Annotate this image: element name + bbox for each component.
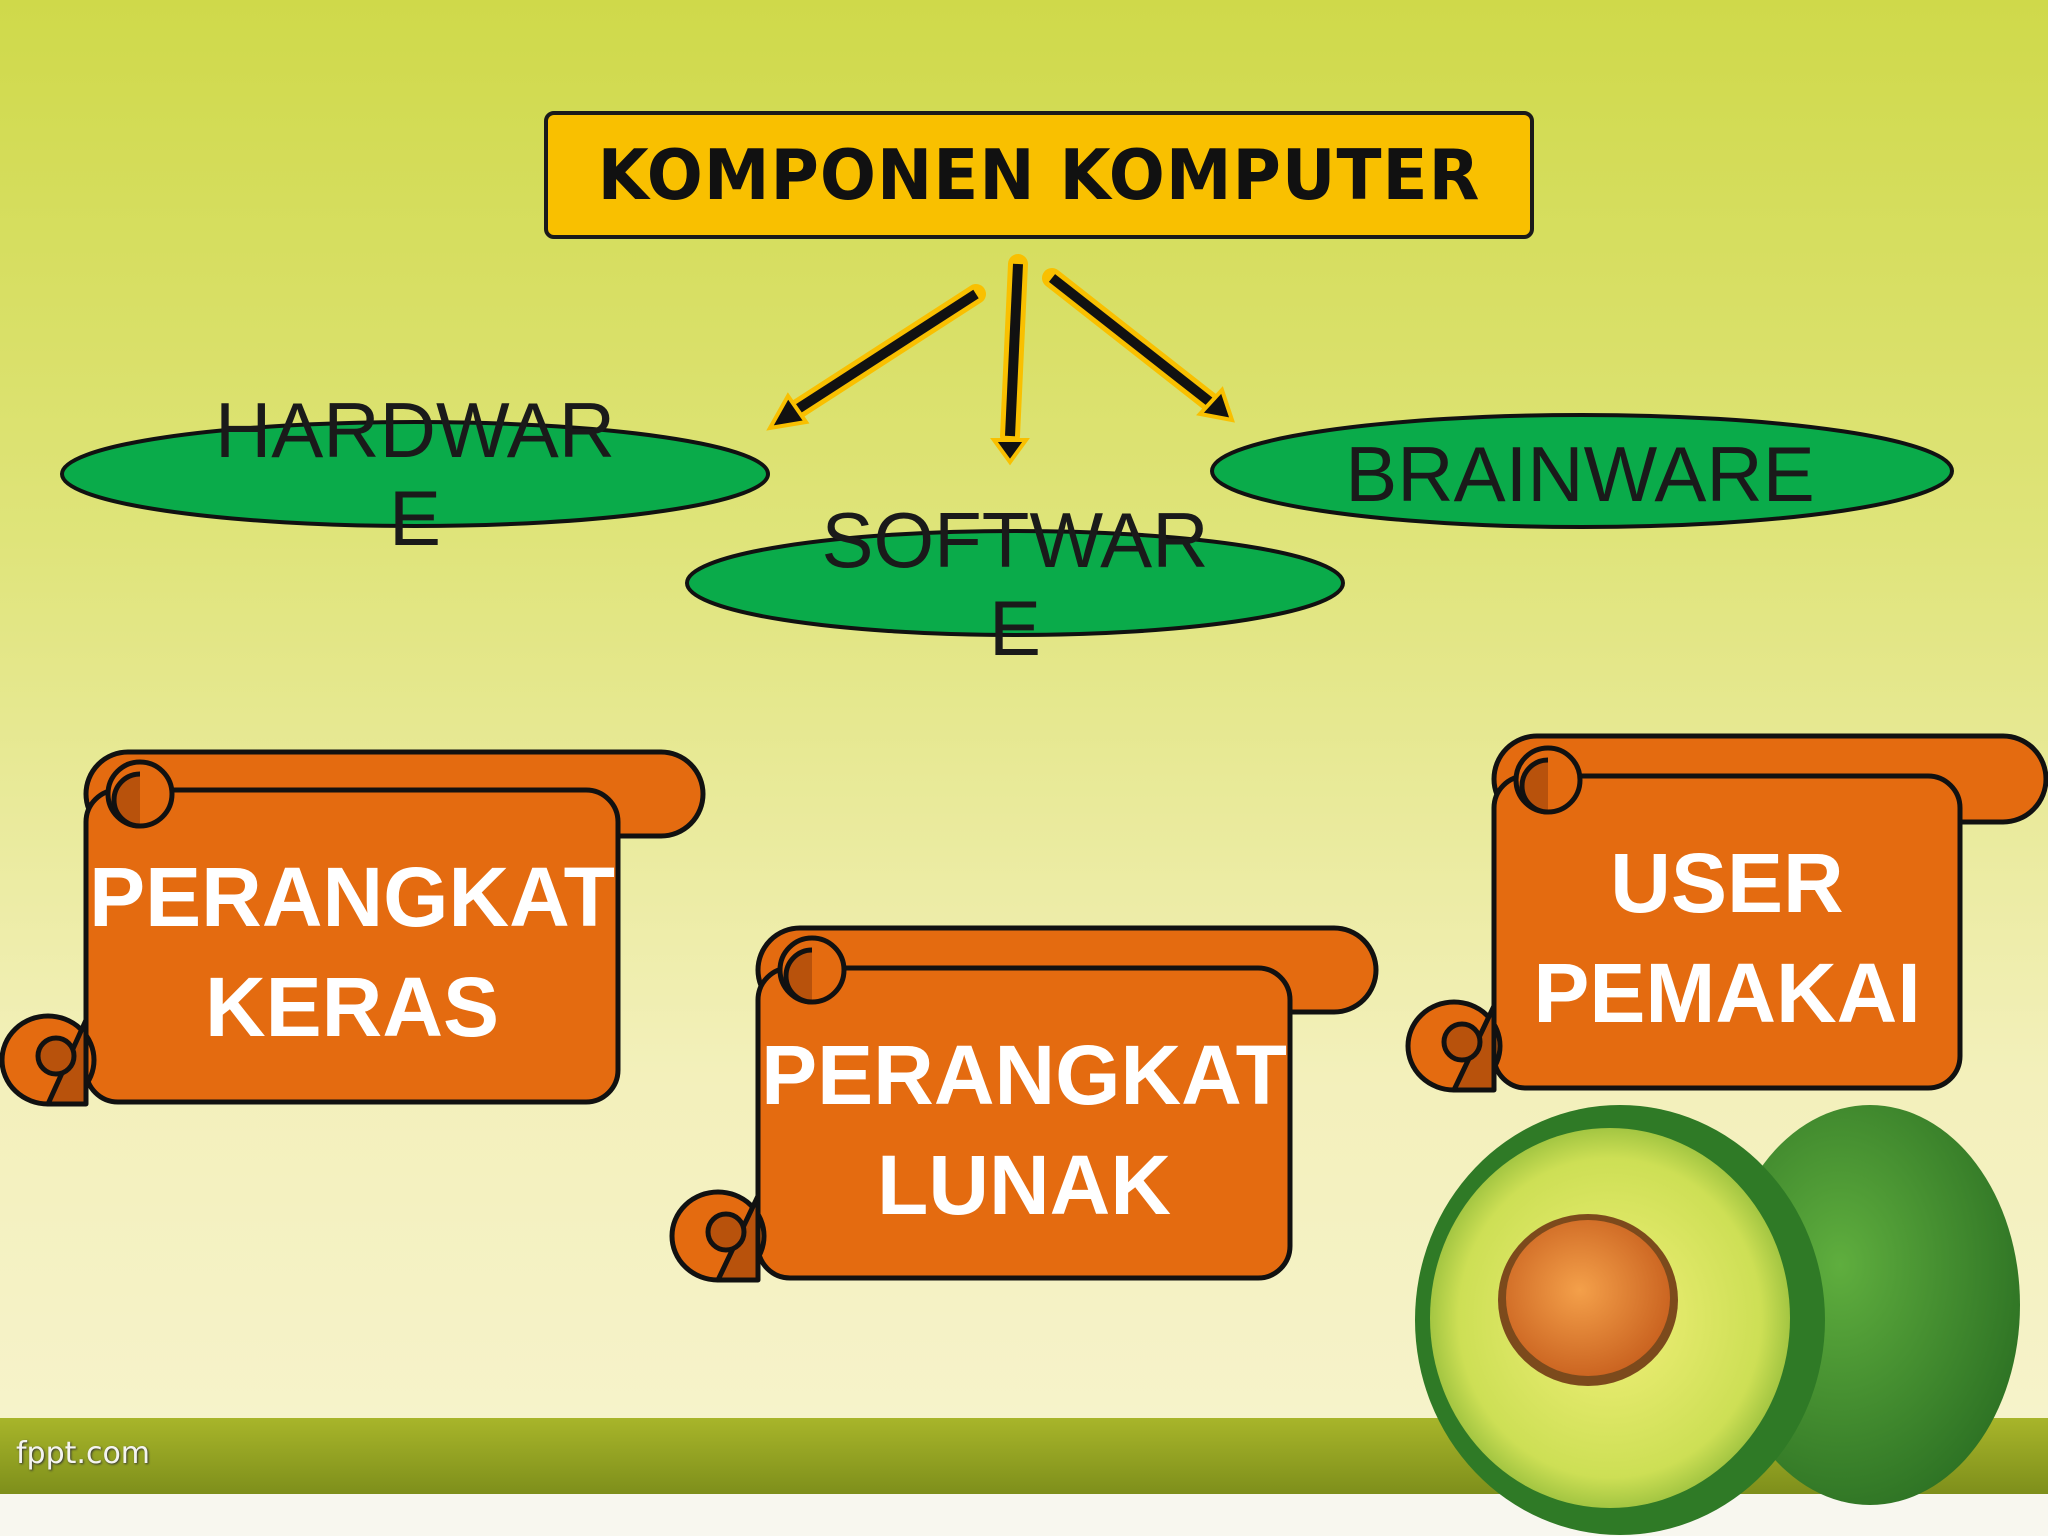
- arrow-to-software: [990, 254, 1030, 466]
- hardware-oval: [60, 420, 770, 528]
- arrow-to-brainware: [1042, 268, 1235, 423]
- software-label-line2: E: [988, 584, 1042, 672]
- brainware-oval: [1210, 413, 1954, 529]
- fppt-logo: fppt.com: [16, 1436, 151, 1471]
- perangkat-lunak-line2: LUNAK: [877, 1138, 1171, 1232]
- software-label-line1: SOFTWAR: [821, 496, 1209, 584]
- hardware-label: HARDWAR E: [190, 386, 640, 562]
- user-pemakai-line2: PEMAKAI: [1533, 946, 1921, 1040]
- diagram-title: KOMPONEN KOMPUTER: [597, 134, 1481, 216]
- scroll-perangkat-keras: [0, 749, 706, 1107]
- scroll-user-pemakai: [1405, 733, 2048, 1093]
- arrow-to-hardware: [766, 284, 986, 431]
- footer-light-strip: [0, 1494, 2048, 1536]
- user-pemakai-label: USER PEMAKAI: [1494, 828, 1960, 1048]
- scroll-perangkat-lunak: [669, 925, 1379, 1283]
- perangkat-lunak-line1: PERANGKAT: [761, 1028, 1287, 1122]
- hardware-label-line1: HARDWAR: [214, 386, 616, 474]
- software-oval: [685, 529, 1345, 637]
- brainware-label: BRAINWARE: [1300, 430, 1860, 518]
- user-pemakai-line1: USER: [1610, 836, 1844, 930]
- perangkat-keras-line2: KERAS: [204, 960, 500, 1054]
- perangkat-lunak-label: PERANGKAT LUNAK: [758, 1020, 1290, 1240]
- brainware-label-line1: BRAINWARE: [1345, 430, 1815, 518]
- title-box: KOMPONEN KOMPUTER: [544, 111, 1534, 239]
- perangkat-keras-line1: PERANGKAT: [89, 850, 615, 944]
- perangkat-keras-label: PERANGKAT KERAS: [86, 842, 618, 1062]
- avocado-image: [1415, 1105, 2020, 1535]
- hardware-label-line2: E: [388, 474, 442, 562]
- software-label: SOFTWAR E: [790, 496, 1240, 672]
